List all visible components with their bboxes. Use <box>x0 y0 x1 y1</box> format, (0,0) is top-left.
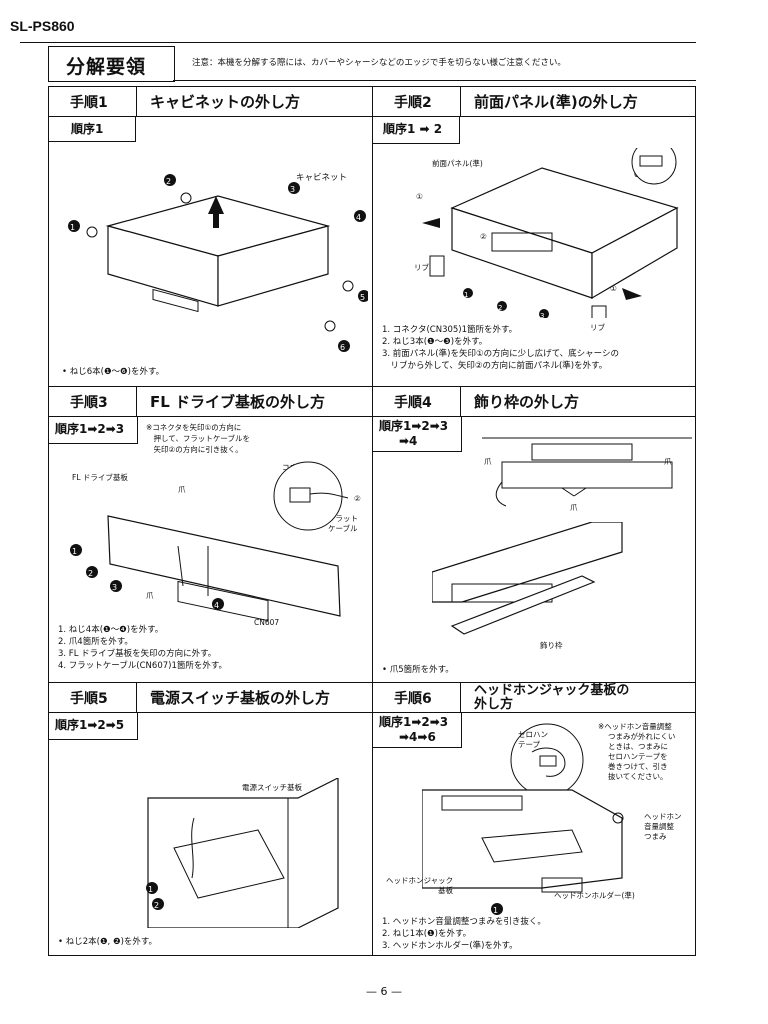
step-6-panel: 手順6 ヘッドホンジャック基板の 外し方 順序1➡2➡3 ➡4➡6 ※ヘッドホン… <box>372 682 696 956</box>
headphone-board-illustration <box>422 789 624 893</box>
screw-markers: 1 2 <box>146 882 164 910</box>
cabinet-label: キャビネット <box>296 173 348 183</box>
svg-text:2: 2 <box>88 569 93 578</box>
order-box: 順序1 <box>48 116 136 142</box>
svg-text:1: 1 <box>70 223 75 232</box>
headphone-jack-board-label: ヘッドホンジャック 基板 <box>386 876 454 895</box>
section-title-box <box>48 46 175 82</box>
step-title: ヘッドホンジャック基板の 外し方 <box>474 683 630 712</box>
step-2-panel: 手順2 前面パネル(準)の外し方 順序1 ➡ 2 前面パネル(準) CN305 … <box>372 86 696 386</box>
claw-label-left: 爪 <box>484 457 492 466</box>
volume-knob-label: ヘッドホン 音量調整 つまみ <box>644 812 682 841</box>
step-number: 手順6 <box>394 691 432 707</box>
step-2-instructions: 1. コネクタ(CN305)1箇所を外す。 2. ねじ3本(❶〜❸)を外す。 3… <box>382 325 619 371</box>
step-title: 前面パネル(準)の外し方 <box>474 93 638 111</box>
step-title: キャビネットの外し方 <box>150 93 301 111</box>
svg-text:4: 4 <box>356 213 361 222</box>
claw-label-bottom: 爪 <box>570 503 578 512</box>
knob-removal-note: ※ヘッドホン音量調整 つまみが外れにくい ときは、つまみに セロハンテープを 巻… <box>598 722 676 781</box>
grid-row-divider-1 <box>48 386 696 387</box>
arrow-1-label-a: ① <box>416 192 423 201</box>
power-switch-board-illustration <box>147 778 339 928</box>
fl-board-removal-illustration: 1 2 3 4 <box>70 461 349 622</box>
step-5-panel: 手順5 電源スイッチ基板の外し方 順序1➡2➡5 電源スイッチ基板 1 2 • … <box>48 682 372 956</box>
grid-row-divider-2 <box>48 682 696 683</box>
front-panel-removal-illustration: 1 2 3 <box>422 148 679 318</box>
svg-text:1: 1 <box>148 885 153 894</box>
svg-text:5: 5 <box>360 293 365 302</box>
step-number: 手順5 <box>70 691 108 707</box>
step-6-instructions: 1. ヘッドホン音量調整つまみを引き抜く。 2. ねじ1本(❶)を外す。 3. … <box>382 917 546 951</box>
tape-label: セロハン テープ <box>518 730 548 749</box>
model-number: SL-PS860 <box>10 18 75 34</box>
rib-label-left: リブ <box>414 263 429 272</box>
step-5-instructions: • ねじ2本(❶, ❷)を外す。 <box>58 937 158 947</box>
top-rule <box>20 42 696 43</box>
power-switch-board-label: 電源スイッチ基板 <box>242 783 302 792</box>
svg-text:1: 1 <box>72 547 77 556</box>
svg-text:6: 6 <box>340 343 345 352</box>
grid-center-divider <box>372 86 373 956</box>
step-number: 手順4 <box>394 395 432 411</box>
step-number: 手順3 <box>70 395 108 411</box>
svg-text:2: 2 <box>166 177 171 186</box>
rib-label-right: リブ <box>590 323 605 332</box>
title-rule <box>173 80 696 81</box>
order-box: 順序1➡2➡5 <box>48 712 138 740</box>
arrow-1-label-b: ① <box>610 284 617 293</box>
cabinet-removal-illustration: 2 1 3 4 5 6 <box>68 174 368 352</box>
cn607-label: CN607 <box>254 618 280 627</box>
arrow-2-label: ② <box>480 232 487 241</box>
svg-text:3: 3 <box>290 185 295 194</box>
fl-board-label: FL ドライブ基板 <box>72 473 128 482</box>
step-number: 手順1 <box>70 95 108 111</box>
svg-text:3: 3 <box>540 312 544 318</box>
step-number: 手順2 <box>394 95 432 111</box>
flat-cable-label: フラット ケーブル <box>328 514 358 533</box>
step-4-panel: 手順4 飾り枠の外し方 順序1➡2➡3 ➡4 爪 爪 爪 飾り枠 • 爪5箇所を… <box>372 386 696 682</box>
step-3-panel: 手順3 FL ドライブ基板の外し方 順序1➡2➡3 ※コネクタを矢印①の方向に … <box>48 386 372 682</box>
order-box: 順序1➡2➡3 <box>48 416 138 444</box>
svg-text:1: 1 <box>464 291 468 299</box>
step-title: FL ドライブ基板の外し方 <box>150 393 326 411</box>
caution-notice: 注意：本機を分解する際には、カバーやシャーシなどのエッジで手を切らない様ご注意く… <box>192 58 566 68</box>
claw-label-top: 爪 <box>178 485 186 494</box>
page-number: — 6 — <box>366 985 402 998</box>
connector-note: ※コネクタを矢印①の方向に 押して、フラットケーブルを 矢印②の方向に引き抜く。 <box>146 423 250 454</box>
front-panel-label: 前面パネル(準) <box>432 159 483 168</box>
claw-label-bottom: 爪 <box>146 591 154 600</box>
headphone-holder-label: ヘッドホンホルダー(準) <box>554 891 635 900</box>
frame-label: 飾り枠 <box>540 641 563 650</box>
step-1-panel: 手順1 キャビネットの外し方 順序1 2 1 3 4 5 6 キャビネット • … <box>48 86 372 386</box>
decorative-frame-illustration <box>432 522 623 635</box>
svg-text:1: 1 <box>493 906 498 915</box>
screw-marker: 1 <box>491 903 503 915</box>
svg-text:3: 3 <box>112 583 117 592</box>
claw-label-right: 爪 <box>664 457 672 466</box>
step-title: 電源スイッチ基板の外し方 <box>150 689 331 707</box>
section-title: 分解要領 <box>66 56 147 78</box>
step-4-instructions: • 爪5箇所を外す。 <box>382 665 454 675</box>
order-box: 順序1➡2➡3 ➡4➡6 <box>372 712 462 748</box>
connector-arrow-2-label: ② <box>354 494 361 503</box>
step-1-instructions: • ねじ6本(❶〜❻)を外す。 <box>62 367 165 377</box>
svg-text:2: 2 <box>498 304 502 312</box>
svg-text:2: 2 <box>154 901 159 910</box>
order-box: 順序1 ➡ 2 <box>372 116 460 144</box>
svg-text:4: 4 <box>214 601 219 610</box>
frame-claws-illustration <box>482 437 692 507</box>
order-box: 順序1➡2➡3 ➡4 <box>372 416 462 452</box>
step-3-instructions: 1. ねじ4本(❶〜❹)を外す。 2. 爪4箇所を外す。 3. FL ドライブ基… <box>58 625 228 671</box>
step-title: 飾り枠の外し方 <box>474 393 580 411</box>
